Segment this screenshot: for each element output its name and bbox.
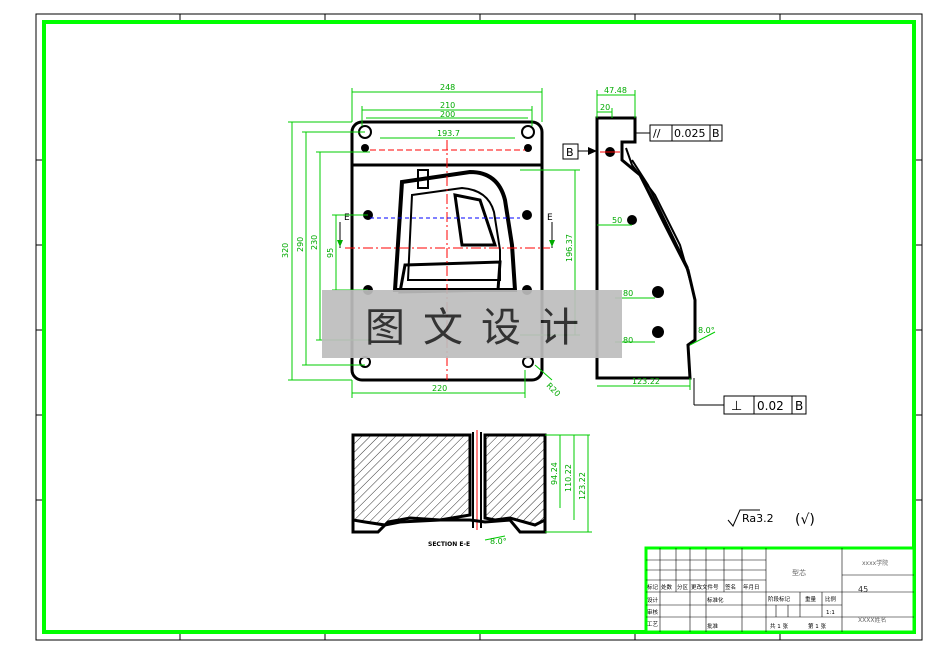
dim-123: 123.22 xyxy=(632,377,660,386)
dim-50: 50 xyxy=(612,216,622,225)
watermark-banner: 图文设计 xyxy=(322,290,622,358)
tb-col-label: 重量 xyxy=(805,595,817,603)
roughness-note-text: (√) xyxy=(795,512,815,528)
tb-row-label: 标准化 xyxy=(707,596,724,604)
section-marker-right: E xyxy=(547,213,553,223)
mount-hole xyxy=(361,144,369,152)
dim-80a: 80 xyxy=(623,289,633,298)
side-view: B // 0.025 B ⊥ 0.02 B xyxy=(562,116,807,415)
core-slot xyxy=(417,169,429,189)
tb-header: 签名 xyxy=(725,583,736,591)
dim-angle-s: 8.0° xyxy=(490,537,507,546)
tb-col-label: 阶段标记 xyxy=(768,595,791,603)
dim-196: 196.37 xyxy=(565,234,574,262)
core-window xyxy=(453,193,498,247)
section-marker-left: E xyxy=(344,213,350,223)
perpendicularity-datum: B xyxy=(795,399,803,413)
parallelism-datum: B xyxy=(712,127,720,140)
tb-header: 更改文件号 xyxy=(691,583,719,591)
tb-sheet-number: 第 1 张 xyxy=(808,622,826,630)
core-profile-inner xyxy=(406,186,501,281)
tb-company: xxxx学院 xyxy=(862,559,888,567)
dim-20: 20 xyxy=(600,103,610,112)
mount-hole xyxy=(522,210,532,220)
roughness-value: Ra3.2 xyxy=(742,512,774,525)
dim-248: 248 xyxy=(440,83,455,92)
side-profile xyxy=(595,116,697,380)
tb-row-label: 审核 xyxy=(647,608,659,616)
dim-290: 290 xyxy=(296,237,305,252)
dim-210: 210 xyxy=(440,101,455,110)
datum-label: B xyxy=(566,146,574,159)
tb-header: 年月日 xyxy=(743,583,760,591)
tb-number: 45 xyxy=(858,585,868,594)
dim-320: 320 xyxy=(281,243,290,258)
section-arrow xyxy=(337,240,343,247)
parallelism-value: 0.025 xyxy=(674,127,706,140)
dim-80b: 80 xyxy=(623,336,633,345)
section-hatch-right xyxy=(483,433,547,527)
section-arrow xyxy=(549,240,555,247)
tb-header: 处数 xyxy=(661,583,673,591)
datum-triangle xyxy=(588,147,597,155)
dim-220: 220 xyxy=(432,384,447,393)
dim-angle: 8.0° xyxy=(698,326,715,335)
dim-110: 110.22 xyxy=(564,464,573,492)
section-dimensions xyxy=(484,434,592,541)
side-contour xyxy=(631,159,689,269)
dim-200: 200 xyxy=(440,110,455,119)
side-dimensions xyxy=(596,90,716,390)
watermark-text: 图文设计 xyxy=(365,305,597,351)
dim-47: 47.48 xyxy=(604,86,627,95)
tb-header: 分区 xyxy=(677,583,689,591)
core-profile xyxy=(392,169,518,292)
perpendicularity-frame: ⊥ 0.02 B xyxy=(693,378,807,415)
title-block: 标记 处数 分区 更改文件号 签名 年月日 设计 标准化 审核 工艺 批准 阶段… xyxy=(644,546,916,634)
perpendicularity-symbol: ⊥ xyxy=(731,399,742,414)
drawing-frame xyxy=(42,20,916,634)
perpendicularity-value: 0.02 xyxy=(757,399,784,413)
tb-designer: XXXX姓名 xyxy=(858,616,886,624)
tb-col-label: 比例 xyxy=(825,595,837,603)
tb-scale: 1:1 xyxy=(826,610,835,616)
dim-94: 94.24 xyxy=(550,462,559,485)
dim-radius: R20 xyxy=(545,381,563,399)
tb-drawing-name: 型芯 xyxy=(792,568,806,577)
section-dim-labels: 94.24 110.22 123.22 8.0° xyxy=(490,462,587,546)
side-dim-labels: 47.48 20 50 80 80 8.0° 123.22 xyxy=(600,86,715,386)
side-hole xyxy=(652,326,664,338)
tb-row-label: 工艺 xyxy=(647,621,659,628)
dim-193: 193.7 xyxy=(437,129,460,138)
mount-hole xyxy=(524,144,532,152)
tb-sheet-total: 共 1 张 xyxy=(770,622,788,630)
core-lower xyxy=(398,260,502,294)
outer-border xyxy=(35,13,923,641)
parallelism-frame: // 0.025 B xyxy=(635,124,723,142)
dim-95: 95 xyxy=(326,248,335,258)
dim-230: 230 xyxy=(310,235,319,250)
zone-ticks xyxy=(36,14,922,640)
dim-123s: 123.22 xyxy=(578,472,587,500)
side-hole xyxy=(652,286,664,298)
section-view: SECTION E-E xyxy=(351,430,547,548)
mount-hole xyxy=(522,356,534,368)
side-hole xyxy=(627,215,637,225)
section-label: SECTION E-E xyxy=(428,541,470,548)
roughness-note: Ra3.2 (√) xyxy=(727,509,815,528)
tb-header: 标记 xyxy=(647,583,659,591)
tb-row-label: 设计 xyxy=(647,596,659,604)
section-bottom xyxy=(351,516,547,534)
parallelism-symbol: // xyxy=(653,127,661,140)
section-hatch-left xyxy=(351,433,472,527)
tb-row-label: 批准 xyxy=(707,622,719,630)
mount-hole xyxy=(521,125,535,139)
